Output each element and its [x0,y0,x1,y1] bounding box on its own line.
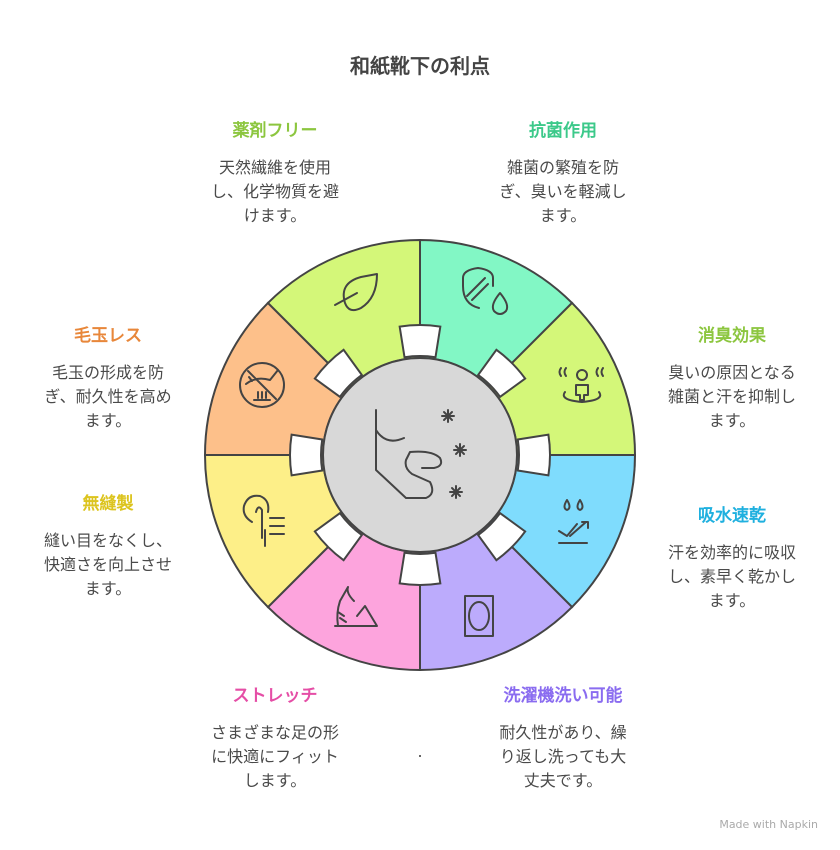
no-pilling-icon [239,362,285,408]
description-line: 耐久性があり、繰 [499,723,627,742]
benefit-label: ストレッチさまざまな足の形に快適にフィットします。 [180,685,370,793]
odor-person-icon [558,367,604,403]
description-line: 汗を効率的に吸収 [667,543,796,562]
benefit-description: 耐久性があり、繰り返し洗っても大丈夫です。 [468,721,658,793]
description-line: 縫い目をなくし、 [43,531,172,550]
ring-notch [476,511,527,562]
napkin-watermark: Made with Napkin [719,818,818,831]
description-line: ます。 [708,411,756,430]
sneaker-icon [334,586,378,627]
description-line: けます。 [243,206,307,225]
benefit-title: 薬剤フリー [232,121,318,141]
description-line: り返し洗っても大 [499,747,627,766]
ring-notch [476,348,527,399]
description-line: し、素早く乾かし [667,567,796,586]
shield-drop-icon [462,267,509,315]
description-line: ぎ、耐久性を高め [44,387,172,406]
foot-sparkle-icon [375,409,467,499]
ring-notch [398,324,442,359]
benefit-label: 吸水速乾汗を効率的に吸収し、素早く乾かします。 [637,505,827,613]
ring-notch [313,348,364,399]
leaf-icon [334,273,378,312]
benefit-title: 洗濯機洗い可能 [503,686,623,706]
description-line: 天然繊維を使用 [218,158,331,177]
description-line: 毛玉の形成を防 [51,363,164,382]
description-line: し、化学物質を避 [210,182,339,201]
description-line: 雑菌の繁殖を防 [506,158,619,177]
benefit-label: 抗菌作用雑菌の繁殖を防ぎ、臭いを軽減します。 [468,120,658,228]
benefit-label: 毛玉レス毛玉の形成を防ぎ、耐久性を高めます。 [13,325,203,433]
description-line: さまざまな足の形 [210,723,339,742]
benefit-title: ストレッチ [232,686,318,706]
washing-machine-icon [464,595,494,637]
benefit-title: 消臭効果 [698,326,766,346]
description-line: ます。 [84,411,132,430]
ring-notch [313,511,364,562]
benefit-label: 洗濯機洗い可能耐久性があり、繰り返し洗っても大丈夫です。 [468,685,658,793]
description-line: 快適さを向上させ [43,555,172,574]
benefit-title: 無縫製 [82,494,134,514]
description-line: 臭いの原因となる [668,363,796,382]
description-line: 雑菌と汗を抑制し [667,387,796,406]
water-drops-arrows-icon [558,499,589,544]
description-line: ます。 [84,579,132,598]
description-line: ぎ、臭いを軽減し [499,182,627,201]
description-line: ます。 [708,591,756,610]
benefit-title: 抗菌作用 [529,121,597,141]
ring-notch [289,433,324,477]
benefit-description: さまざまな足の形に快適にフィットします。 [180,721,370,793]
benefit-label: 薬剤フリー天然繊維を使用し、化学物質を避けます。 [180,120,370,228]
benefit-description: 天然繊維を使用し、化学物質を避けます。 [180,156,370,228]
ring-notch [516,433,551,477]
benefit-description: 汗を効率的に吸収し、素早く乾かします。 [637,541,827,613]
center-circle [322,357,518,553]
benefit-description: 雑菌の繁殖を防ぎ、臭いを軽減します。 [468,156,658,228]
benefit-description: 縫い目をなくし、快適さを向上させます。 [13,529,203,601]
benefit-label: 消臭効果臭いの原因となる雑菌と汗を抑制します。 [637,325,827,433]
benefit-description: 毛玉の形成を防ぎ、耐久性を高めます。 [13,361,203,433]
benefit-title: 吸水速乾 [698,506,766,526]
stray-dot [419,755,421,757]
page-title: 和紙靴下の利点 [350,54,490,78]
benefit-description: 臭いの原因となる雑菌と汗を抑制します。 [637,361,827,433]
benefit-title: 毛玉レス [74,326,142,346]
description-line: に快適にフィット [211,747,339,766]
fingerprint-lines-icon [242,494,285,547]
description-line: します。 [243,771,307,790]
ring-notch [398,551,442,586]
benefit-label: 無縫製縫い目をなくし、快適さを向上させます。 [13,493,203,601]
description-line: 丈夫です。 [523,771,603,790]
description-line: ます。 [539,206,587,225]
